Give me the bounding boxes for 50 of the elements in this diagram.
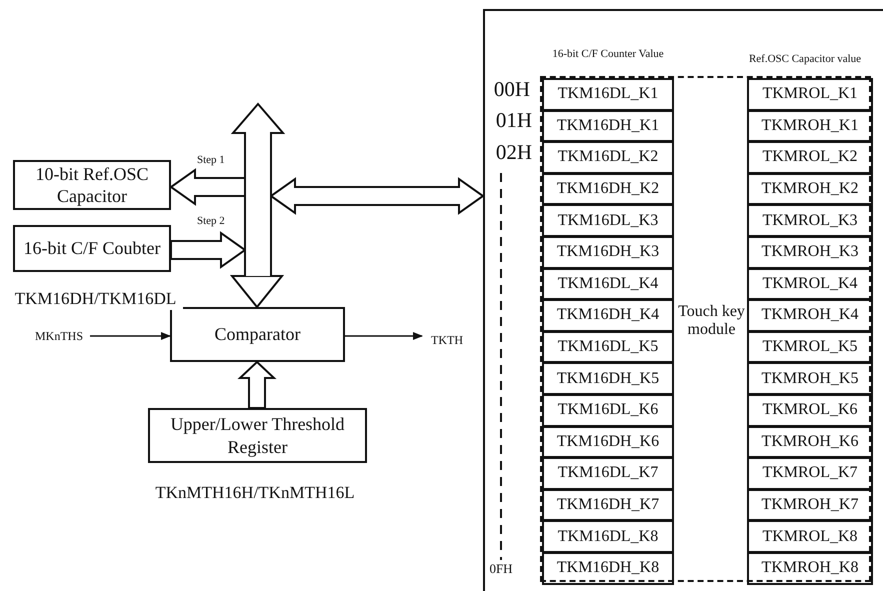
register-cell: TKMROL_K5 — [747, 330, 873, 364]
register-cell: TKMROH_K8 — [747, 552, 873, 585]
register-cell: TKM16DL_K2 — [542, 141, 674, 174]
arrow — [345, 332, 423, 340]
edge-label: Step 2 — [196, 215, 226, 227]
register-cell: TKMROH_K5 — [747, 362, 873, 395]
register-cell: TKMROL_K7 — [747, 457, 873, 490]
register-cell: TKMROH_K3 — [747, 236, 873, 269]
register-cell: TKM16DH_K4 — [542, 299, 674, 332]
block-arrow — [169, 168, 246, 206]
register-cell: TKM16DL_K8 — [542, 520, 674, 553]
register-cell: TKM16DL_K3 — [542, 204, 674, 237]
register-cell: TKM16DL_K6 — [542, 394, 674, 427]
register-name-label: TKnMTH16H/TKnMTH16L — [154, 482, 356, 504]
register-cell: TKMROL_K2 — [747, 141, 873, 174]
block-arrow — [230, 275, 284, 309]
register-cell: TKMROL_K8 — [747, 520, 873, 553]
signal-label: MKnTHS — [28, 326, 90, 346]
block-arrow — [269, 177, 485, 215]
module-label: Touch key module — [677, 303, 746, 338]
register-cell: TKM16DL_K7 — [542, 457, 674, 490]
register-cell: TKM16DH_K5 — [542, 362, 674, 395]
register-cell: TKM16DH_K8 — [542, 552, 674, 585]
register-cell: TKM16DL_K4 — [542, 268, 674, 300]
register-cell: TKMROL_K4 — [747, 268, 873, 300]
signal-label: TKTH — [422, 330, 472, 350]
register-cell: TKMROH_K6 — [747, 426, 873, 458]
register-cell: TKMROL_K1 — [747, 78, 873, 111]
register-cell: TKM16DL_K5 — [542, 330, 674, 364]
block-arrow — [170, 231, 247, 269]
register-cell: TKMROH_K7 — [747, 488, 873, 522]
register-cell: TKMROL_K6 — [747, 394, 873, 427]
comparator-box: Comparator — [170, 307, 345, 362]
register-cell: TKMROH_K4 — [747, 299, 873, 332]
register-cell: TKM16DH_K1 — [542, 110, 674, 142]
register-cell: TKMROL_K3 — [747, 204, 873, 237]
register-cell: TKMROH_K2 — [747, 172, 873, 206]
block-arrow — [237, 360, 277, 409]
register-box: Upper/Lower Threshold Register — [148, 408, 367, 463]
register-cell: TKM16DH_K7 — [542, 488, 674, 522]
register-box: 10-bit Ref.OSC Capacitor — [13, 160, 171, 210]
register-cell: TKMROH_K1 — [747, 110, 873, 142]
register-cell: TKM16DH_K3 — [542, 236, 674, 269]
module-outline — [540, 76, 871, 582]
register-cell: TKM16DL_K1 — [542, 78, 674, 111]
arrow — [90, 332, 171, 340]
register-cell: TKM16DH_K6 — [542, 426, 674, 458]
edge-label: Step 1 — [196, 154, 226, 166]
register-box: 16-bit C/F Coubter — [13, 225, 171, 272]
register-cell: TKM16DH_K2 — [542, 172, 674, 206]
